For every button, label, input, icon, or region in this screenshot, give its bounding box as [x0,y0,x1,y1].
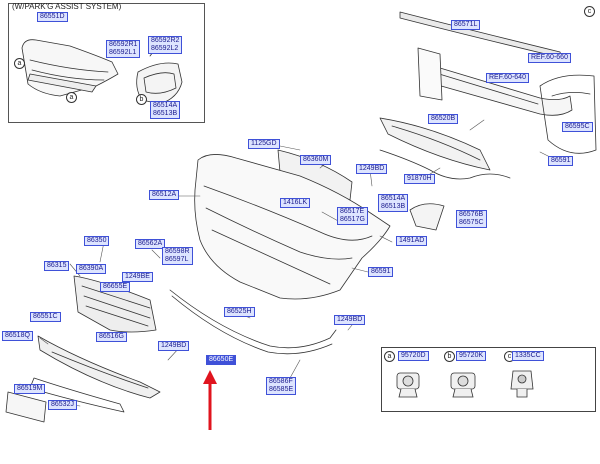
part-label-86360M[interactable]: 86360M [300,155,332,165]
wiring-harness [379,149,511,180]
part-label-1249BD[interactable]: 1249BD [334,315,366,325]
callout-a: a [66,92,77,103]
callout-a: a [384,351,395,362]
inset-grille [27,73,97,93]
fastener-panel [381,347,596,412]
part-label-86650E-highlighted[interactable]: 86650E [206,355,237,365]
part-label-86551C[interactable]: 86551C [30,312,61,322]
part-label-86390A[interactable]: 86390A [76,264,107,274]
lower-grille [37,335,161,399]
bumper-cover [194,154,391,300]
part-label-86655E[interactable]: 86655E [100,282,131,292]
side-bracket [409,203,445,231]
part-label-86516G[interactable]: 86516G [96,332,127,342]
lower-lip-strip [169,289,337,349]
indicator-arrow-head [203,370,217,384]
part-label-86591[interactable]: 86591 [548,156,574,166]
fastener-icons [396,370,534,398]
part-label-91870H[interactable]: 91870H [404,174,435,184]
part-label-86532J[interactable]: 86532J [48,400,77,410]
callout-b: b [136,94,147,105]
clip-c-icon [510,370,534,398]
part-label-86571L[interactable]: 86571L [451,20,481,30]
part-label-86520B[interactable]: 86520B [428,114,459,124]
part-label-86518Q[interactable]: 86518Q [2,331,33,341]
part-label-1125GD[interactable]: 1125GD [248,139,280,149]
callout-c: c [584,6,595,17]
part-label-86350[interactable]: 86350 [84,236,110,246]
part-label-86525H[interactable]: 86525H [224,307,255,317]
bumper-beam [419,61,573,116]
energy-absorber [379,117,491,171]
part-label-86315[interactable]: 86315 [44,261,70,271]
part-label-1249BE[interactable]: 1249BE [122,272,153,282]
skid-plate [29,377,125,413]
part-label-86562A[interactable]: 86562A [135,239,166,249]
crash-box [417,47,443,101]
sensor-b-icon [450,372,476,398]
part-label-1335CC[interactable]: 1335CC [512,351,544,361]
callout-a: a [14,58,25,69]
part-label-95720K[interactable]: 95720K [456,351,487,361]
ref-label-60-660[interactable]: REF.60-660 [528,53,571,63]
inset-title: (W/PARK'G ASSIST SYSTEM) [12,2,122,11]
license-plate-bracket [5,391,47,423]
inset-panel [8,3,205,123]
body-panel [539,74,597,154]
part-label-86519M[interactable]: 86519M [14,384,46,394]
part-label-1249BD[interactable]: 1249BD [158,341,190,351]
ref-label-60-640[interactable]: REF.60-640 [486,73,529,83]
part-label-86551D[interactable]: 86551D [37,12,68,22]
sensor-a-icon [396,372,420,398]
part-label-86512A[interactable]: 86512A [149,190,180,200]
callout-b: b [444,351,455,362]
part-label-1491AD[interactable]: 1491AD [396,236,428,246]
part-label-86595C[interactable]: 86595C [562,122,593,132]
part-label-1249BD[interactable]: 1249BD [356,164,388,174]
part-label-95720D[interactable]: 95720D [398,351,429,361]
part-label-1416LK[interactable]: 1416LK [280,198,311,208]
part-label-86591[interactable]: 86591 [368,267,394,277]
